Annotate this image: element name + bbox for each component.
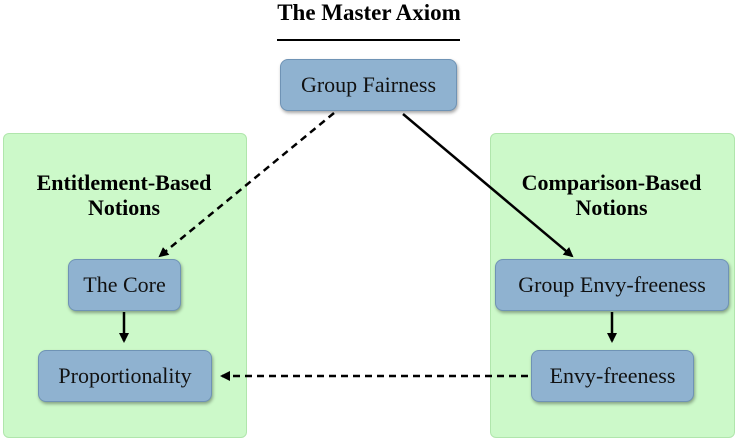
node-proportionality: Proportionality — [38, 350, 212, 402]
comparison-heading: Comparison-Based Notions — [490, 170, 733, 220]
comparison-heading-line1: Comparison-Based — [521, 170, 702, 195]
comparison-heading-line2: Notions — [575, 195, 648, 220]
node-group-fairness: Group Fairness — [280, 59, 457, 111]
edge-group-fairness-to-core — [158, 112, 335, 258]
edge-group-fairness-to-group-envy-freeness — [402, 113, 574, 258]
entitlement-heading-line1: Entitlement-Based — [36, 170, 212, 195]
entitlement-heading: Entitlement-Based Notions — [3, 170, 245, 220]
diagram-title: The Master Axiom — [277, 0, 461, 25]
node-the-core: The Core — [68, 259, 181, 311]
entitlement-heading-line2: Notions — [87, 195, 161, 220]
node-group-envy-freeness: Group Envy-freeness — [495, 259, 729, 311]
node-envy-freeness: Envy-freeness — [531, 350, 694, 402]
